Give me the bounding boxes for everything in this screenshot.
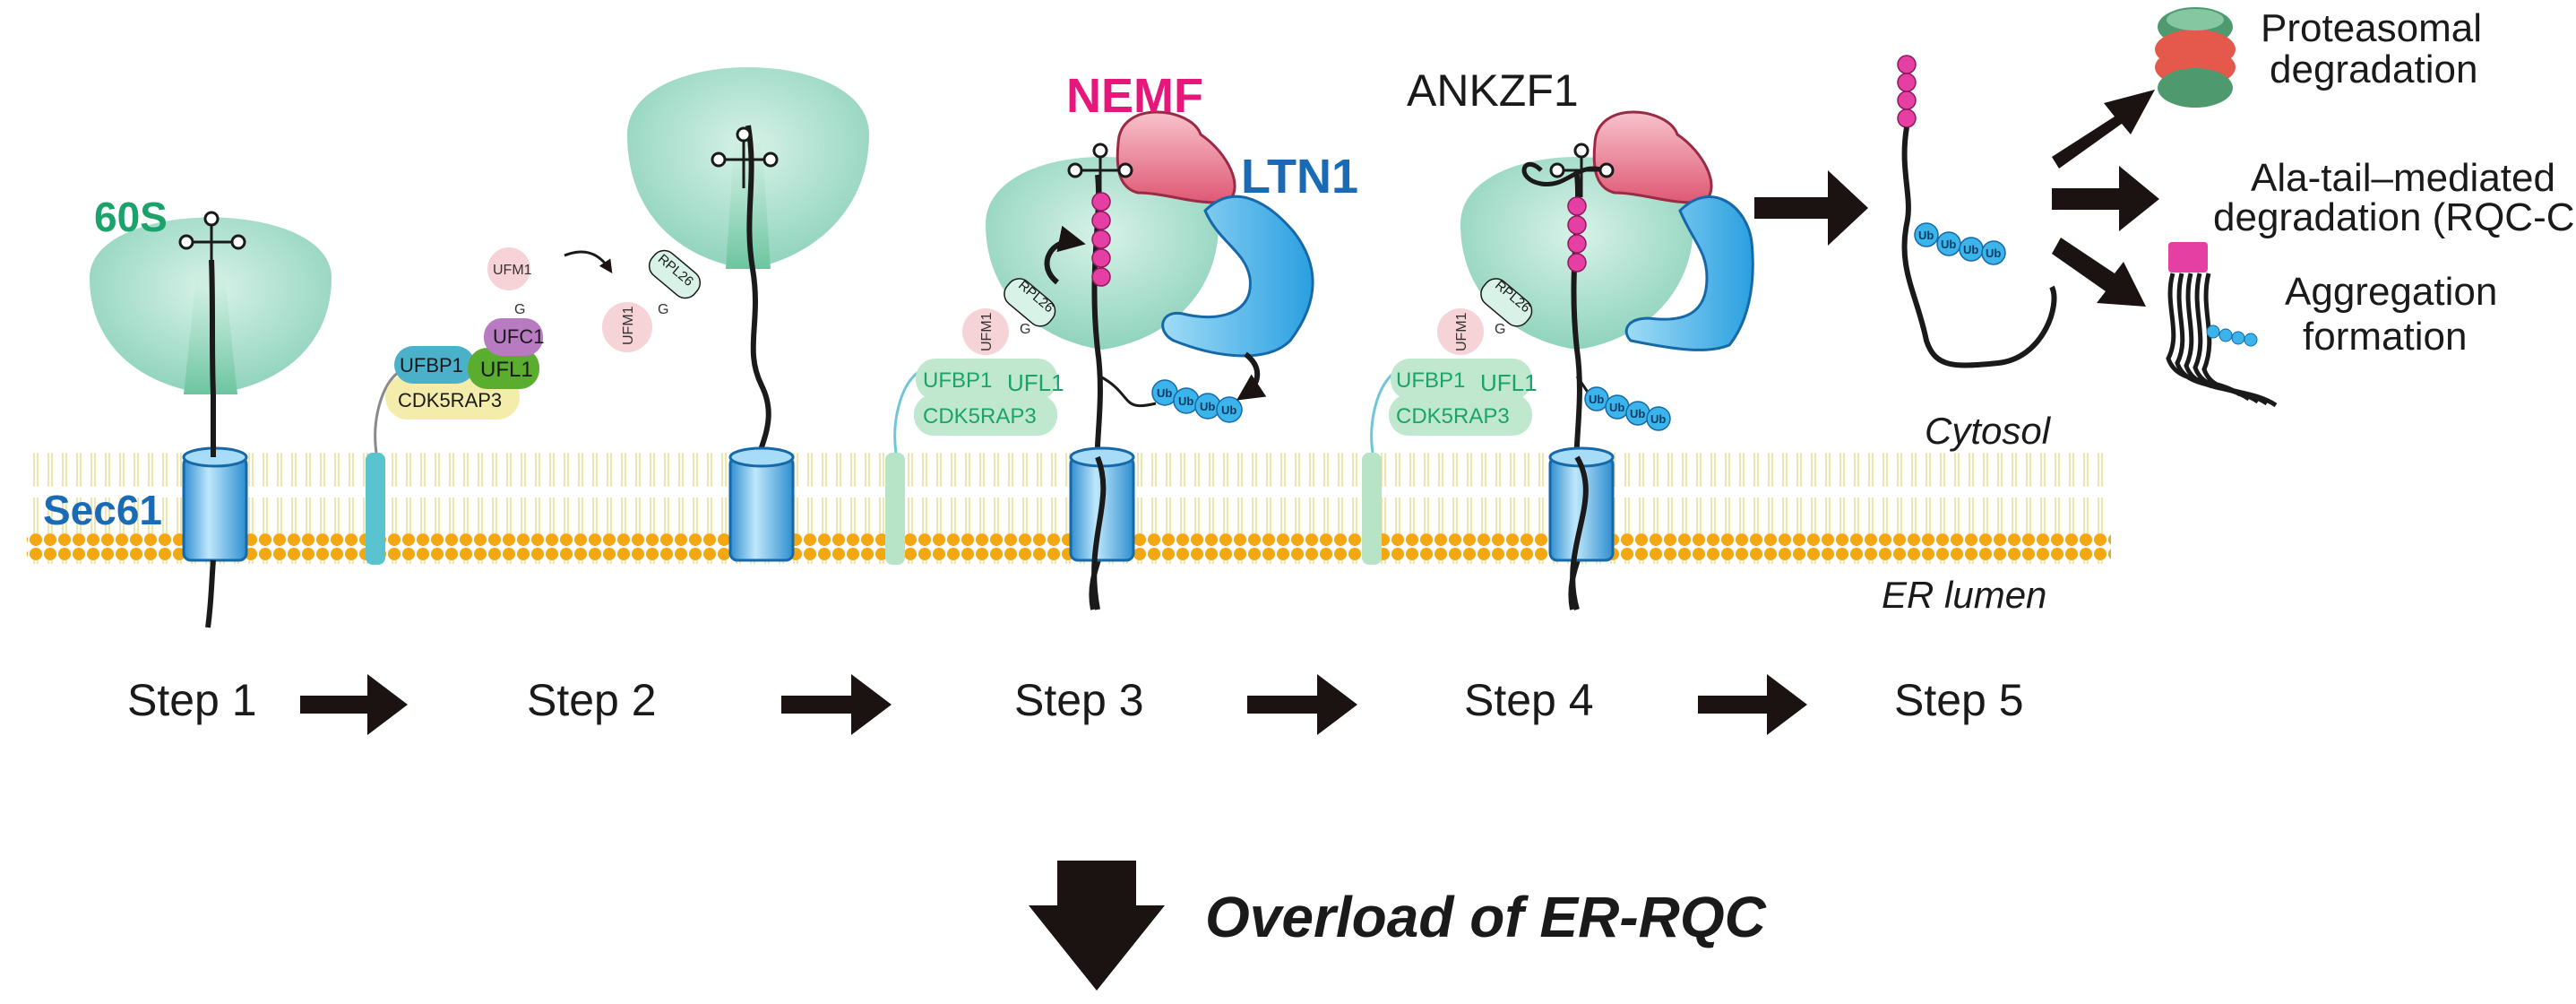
trna-icon [1067, 143, 1133, 197]
arrow-to-proteasome [2052, 90, 2155, 169]
label-ankzf1: ANKZF1 [1407, 65, 1579, 116]
svg-text:Ub: Ub [1178, 394, 1193, 408]
label-cdk5rap3-step3: CDK5RAP3 [923, 404, 1037, 428]
arrow-to-ala-tail [2052, 166, 2159, 231]
ltn1-icon [1161, 195, 1314, 358]
label-cytosol: Cytosol [1925, 410, 2052, 452]
label-nemf: NEMF [1066, 69, 1203, 123]
arrow-to-aggregation [2052, 238, 2146, 307]
label-ufbp1-step2: UFBP1 [400, 354, 463, 376]
step1-complex [90, 211, 332, 628]
ub-labels-step4: Ub Ub Ub Ub [1589, 393, 1666, 426]
svg-text:Ub: Ub [1941, 238, 1956, 251]
step-arrow-2 [781, 674, 892, 735]
svg-text:Ub: Ub [1157, 386, 1172, 400]
label-ala-tail-1: Ala-tail–mediated [2251, 156, 2555, 200]
label-ufl1-step2: UFL1 [480, 358, 533, 382]
ubiquitin-chain-icon [1584, 386, 1671, 431]
label-g-step3: G [1020, 322, 1030, 337]
label-ltn1: LTN1 [1241, 150, 1358, 203]
step-arrow-4 [1698, 674, 1807, 735]
aggregation-icon [2166, 242, 2278, 408]
trna-icon [711, 126, 779, 188]
svg-text:Ub: Ub [1650, 412, 1666, 426]
step2-ribosome [602, 67, 869, 562]
down-arrow [1029, 861, 1165, 991]
ala-tail-icon [1567, 196, 1587, 273]
label-ufc1-step2: UFC1 [493, 325, 544, 348]
ala-tail-icon [1091, 192, 1111, 287]
overload-label: Overload of ER-RQC [1205, 885, 1767, 949]
label-ala-tail-2: degradation (RQC-C [2213, 195, 2575, 239]
label-er-lumen: ER lumen [1882, 574, 2046, 616]
label-aggregation-2: formation [2303, 315, 2467, 359]
step2-ufmylation-complex [366, 247, 543, 565]
step-label-1: Step 1 [127, 675, 257, 725]
label-ufm1-step4: UFM1 [1454, 312, 1469, 351]
label-60s: 60S [94, 194, 168, 240]
ub-labels-step5: Ub Ub Ub Ub [1918, 229, 2001, 260]
proteasome-icon [2155, 7, 2236, 108]
ub-labels-step3: Ub Ub Ub Ub [1157, 386, 1236, 417]
svg-text:Ub: Ub [1200, 400, 1215, 413]
step-label-4: Step 4 [1464, 675, 1594, 725]
step4-complex [1362, 110, 1754, 610]
step5-arrow [1754, 170, 1868, 246]
sec61-icon [182, 446, 248, 562]
step-label-3: Step 3 [1014, 675, 1144, 725]
svg-text:Ub: Ub [1630, 407, 1645, 420]
label-ufl1-step4: UFL1 [1480, 369, 1538, 396]
label-ufm1-step2: UFM1 [493, 263, 532, 278]
svg-text:Ub: Ub [1589, 393, 1604, 406]
label-proteasomal-1: Proteasomal [2261, 6, 2482, 50]
label-ufl1-step3: UFL1 [1007, 369, 1064, 396]
step-label-5: Step 5 [1894, 675, 2024, 725]
label-proteasomal-2: degradation [2270, 48, 2477, 91]
label-aggregation-1: Aggregation [2285, 270, 2497, 314]
label-ufm1-step2b: UFM1 [621, 306, 636, 345]
label-cdk5rap3-step2: CDK5RAP3 [398, 389, 502, 411]
ubiquitin-chain-icon [1151, 379, 1243, 423]
label-ufbp1-step3: UFBP1 [923, 368, 992, 393]
step-label-2: Step 2 [527, 675, 657, 725]
svg-text:Ub: Ub [1986, 247, 2001, 260]
svg-text:Ub: Ub [1918, 229, 1934, 242]
step-arrow-1 [300, 674, 408, 735]
er-membrane [27, 453, 2111, 564]
step3-complex [885, 110, 1314, 610]
trna-icon [1549, 143, 1615, 197]
label-sec61: Sec61 [43, 487, 162, 533]
label-g-step2b: G [658, 302, 668, 317]
step-arrow-3 [1247, 674, 1357, 735]
step2-curved-arrow [564, 250, 613, 273]
nemf-icon [1116, 110, 1236, 204]
svg-text:Ub: Ub [1609, 401, 1624, 414]
label-ufbp1-step4: UFBP1 [1396, 368, 1465, 393]
trna-icon [178, 211, 246, 269]
label-g-step4: G [1495, 322, 1505, 337]
svg-text:Ub: Ub [1963, 243, 1978, 256]
label-cdk5rap3-step4: CDK5RAP3 [1396, 404, 1510, 428]
step5-released-chain [1897, 55, 2057, 368]
label-ufm1-step3: UFM1 [979, 312, 995, 351]
label-g-step2: G [514, 302, 525, 317]
sec61-icon [728, 446, 795, 562]
svg-text:Ub: Ub [1221, 403, 1236, 417]
